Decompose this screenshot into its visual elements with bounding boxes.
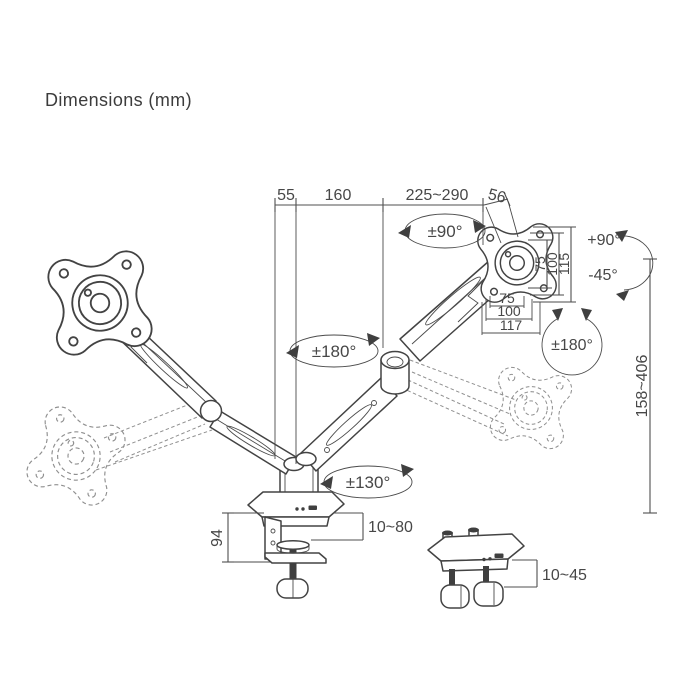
clamp-jaw	[264, 552, 327, 564]
tilt-angle: +90° -45°	[587, 230, 654, 301]
dim-94-label: 94	[209, 529, 226, 547]
vesa-horiz-100-label: 100	[497, 303, 521, 319]
vesa-vert-75-label: 75	[532, 256, 548, 272]
vesa-vert-115-label: 115	[556, 253, 572, 276]
grommet-foot-left	[440, 584, 470, 609]
angle-plus90-label: +90°	[587, 232, 621, 249]
ghost-vesa-plate-right	[487, 364, 575, 452]
left-forearm	[209, 410, 297, 475]
ghost-arm-right	[401, 359, 517, 437]
clamp-pad	[276, 540, 310, 554]
top-swivel-angle: ±90°	[398, 213, 486, 249]
top-dimension-group: 55 160 225~290 56	[274, 186, 519, 464]
clamp-knob	[276, 578, 309, 599]
vesa-vertical-dimension-group: 75 100 115	[528, 226, 576, 303]
clamp-height-dimension-group: 94	[209, 512, 270, 563]
grommet-foot-right	[473, 581, 504, 607]
angle-pm180-left-label: ±180°	[312, 342, 357, 361]
dim-10-80-label: 10~80	[368, 519, 413, 536]
angle-pm130-label: ±130°	[346, 473, 391, 492]
angle-pm180-right-label: ±180°	[551, 337, 593, 354]
dim-225-290-label: 225~290	[406, 187, 469, 204]
vesa-rotation-angle: ±180°	[541, 308, 603, 376]
dim-160-label: 160	[325, 187, 352, 204]
angle-pm90-label: ±90°	[427, 222, 462, 241]
ghost-vesa-plate-left	[22, 402, 130, 510]
grommet-base-top	[427, 533, 525, 562]
vesa-horiz-75-label: 75	[499, 290, 515, 306]
left-elbow-joint	[199, 399, 223, 423]
dim-55-label: 55	[277, 187, 295, 204]
base-swivel-angle: ±130°	[320, 464, 414, 499]
dim-158-406-label: 158~406	[634, 355, 651, 418]
grommet-rod-left	[449, 569, 455, 587]
mic-port	[301, 507, 305, 511]
clamp-screw-lower	[289, 563, 297, 580]
spring-detail	[457, 275, 489, 323]
audio-port	[482, 557, 486, 562]
angle-minus45-label: -45°	[588, 267, 618, 284]
desk-thickness-dimension-group: 10~80	[311, 512, 413, 541]
vesa-vert-100-label: 100	[544, 252, 560, 276]
audio-port	[295, 507, 299, 511]
right-elbow-joint	[380, 350, 410, 395]
desk-clamp-base	[247, 491, 345, 599]
usb-port	[308, 505, 317, 510]
right-arm-end-cap	[295, 451, 317, 467]
grommet-base-variant	[427, 527, 525, 609]
grommet-thickness-dimension-group: 10~45	[504, 559, 587, 588]
clamp-screw-upper	[289, 549, 297, 554]
vesa-horizontal-dimension-group: 75 100 117	[481, 290, 541, 335]
angle-annotations: ±90° +90° -45° ±180° ±180°	[286, 213, 654, 499]
vesa-horiz-117-label: 117	[500, 317, 523, 333]
arm-assembly	[45, 222, 558, 499]
page-title: Dimensions (mm)	[45, 90, 193, 110]
grommet-rod-right	[483, 566, 489, 584]
mic-port	[488, 557, 492, 561]
height-range-dimension-group: 158~406	[634, 258, 657, 514]
dim-10-45-label: 10~45	[542, 567, 587, 584]
vesa-plate-left	[45, 248, 155, 358]
dim-56-label: 56	[486, 186, 507, 207]
usb-port	[494, 553, 504, 558]
arm-rotation-angle: ±180°	[286, 333, 380, 368]
